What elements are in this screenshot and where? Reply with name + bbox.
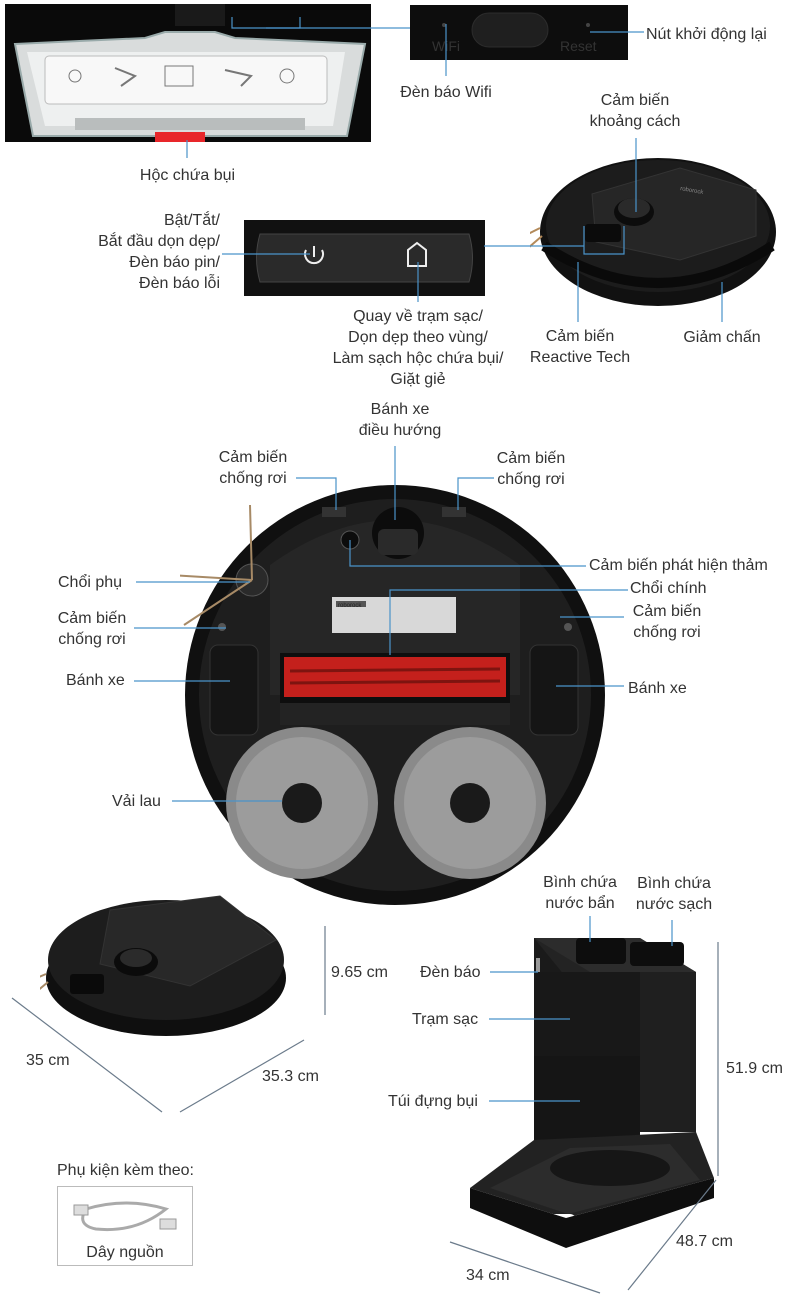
robot-top-photo: roborock bbox=[530, 158, 776, 306]
clean-tank-line-1: Bình chứa bbox=[637, 875, 711, 892]
side-brush-label: Chổi phụ bbox=[58, 574, 123, 591]
home-icon bbox=[407, 241, 427, 267]
reactive-tech-line-1: Cảm biến bbox=[545, 328, 615, 345]
cliff-top-left-line-1: Cảm biến bbox=[218, 449, 288, 466]
cliff-right-line-1: Cảm biến bbox=[632, 603, 702, 620]
power-button-label: Bật/Tắt/ Bắt đầu dọn dẹp/ Đèn báo pin/ Đ… bbox=[98, 210, 220, 294]
wifi-print: WiFi bbox=[432, 38, 460, 54]
steering-wheel-line-2: điều hướng bbox=[358, 422, 442, 439]
steering-wheel-line-1: Bánh xe bbox=[370, 401, 430, 418]
home-label-line-1: Quay về trạm sạc/ bbox=[353, 308, 483, 325]
distance-sensor-line-1: Cảm biến bbox=[600, 92, 670, 109]
reset-print: Reset bbox=[560, 38, 597, 54]
cliff-top-left-line-2: chống rơi bbox=[219, 470, 287, 487]
robot-height-dimension: 9.65 cm bbox=[331, 964, 388, 981]
dirty-tank-line-1: Bình chứa bbox=[543, 874, 617, 891]
dust-bin-photo bbox=[5, 4, 371, 142]
cliff-sensor-top-left-label: Cảm biến chống rơi bbox=[206, 447, 300, 489]
wifi-reset-panel-photo: WiFi Reset bbox=[410, 5, 628, 60]
wheel-left-label: Bánh xe bbox=[66, 672, 125, 689]
robot-iso-photo bbox=[40, 895, 286, 1036]
cliff-sensor-top-right-label: Cảm biến chống rơi bbox=[484, 448, 578, 490]
reactive-tech-line-2: Reactive Tech bbox=[529, 349, 631, 366]
cliff-sensor-left-label: Cảm biến chống rơi bbox=[44, 608, 140, 650]
cliff-top-right-line-2: chống rơi bbox=[497, 471, 565, 488]
dust-bag-label: Túi đựng bụi bbox=[388, 1093, 478, 1110]
power-cord-icon bbox=[73, 1201, 177, 1232]
dock-height-dimension: 51.9 cm bbox=[726, 1060, 783, 1077]
robot-bottom-brand: roborock bbox=[338, 603, 362, 609]
distance-sensor-label: Cảm biến khoảng cách bbox=[570, 90, 700, 132]
power-label-line-1: Bật/Tắt/ bbox=[163, 212, 220, 229]
cliff-left-line-2: chống rơi bbox=[58, 631, 126, 648]
dock-width-dimension: 34 cm bbox=[466, 1267, 510, 1284]
power-label-line-3: Đèn báo pin/ bbox=[129, 254, 220, 271]
indicator-label: Đèn báo bbox=[420, 964, 481, 981]
main-brush-label: Chổi chính bbox=[630, 580, 707, 597]
reset-button-label: Nút khởi động lại bbox=[646, 26, 767, 43]
steering-wheel-label: Bánh xe điều hướng bbox=[340, 399, 460, 441]
mop-label: Vải lau bbox=[112, 793, 161, 810]
power-label-line-4: Đèn báo lỗi bbox=[139, 275, 220, 292]
reactive-tech-label: Cảm biến Reactive Tech bbox=[520, 326, 640, 368]
home-label-line-2: Dọn dẹp theo vùng/ bbox=[348, 329, 488, 346]
bumper-label: Giảm chấn bbox=[683, 329, 761, 346]
home-button-label: Quay về trạm sạc/ Dọn dẹp theo vùng/ Làm… bbox=[318, 306, 518, 390]
dirty-tank-label: Bình chứa nước bẩn bbox=[532, 872, 628, 914]
dock-depth-dimension: 48.7 cm bbox=[676, 1233, 733, 1250]
accessory-item-label: Dây nguồn bbox=[86, 1244, 164, 1261]
cliff-top-right-line-1: Cảm biến bbox=[496, 450, 566, 467]
wheel-right-label: Bánh xe bbox=[628, 680, 687, 697]
dock-label: Trạm sạc bbox=[412, 1011, 479, 1028]
power-label-line-2: Bắt đầu dọn dẹp/ bbox=[98, 233, 220, 250]
clean-tank-label: Bình chứa nước sạch bbox=[626, 873, 722, 915]
carpet-sensor-label: Cảm biến phát hiện thảm bbox=[589, 557, 768, 574]
dust-bin-label: Hộc chứa bụi bbox=[139, 167, 236, 184]
wifi-light-label: Đèn báo Wifi bbox=[400, 84, 492, 101]
button-panel-photo bbox=[244, 220, 485, 296]
robot-depth-dimension: 35.3 cm bbox=[262, 1068, 319, 1085]
robot-width-dimension: 35 cm bbox=[26, 1052, 70, 1069]
cliff-sensor-right-label: Cảm biến chống rơi bbox=[624, 601, 710, 643]
distance-sensor-line-2: khoảng cách bbox=[589, 113, 681, 130]
clean-tank-line-2: nước sạch bbox=[635, 896, 713, 913]
accessory-box bbox=[57, 1186, 193, 1266]
home-label-line-4: Giặt giẻ bbox=[390, 371, 446, 388]
dirty-tank-line-2: nước bẩn bbox=[545, 895, 615, 912]
home-label-line-3: Làm sạch hộc chứa bụi/ bbox=[332, 350, 504, 367]
robot-bottom-photo: roborock bbox=[180, 485, 605, 905]
cliff-left-line-1: Cảm biến bbox=[57, 610, 127, 627]
accessories-title: Phụ kiện kèm theo: bbox=[57, 1162, 194, 1179]
cliff-right-line-2: chống rơi bbox=[633, 624, 701, 641]
robot-top-brand: roborock bbox=[680, 186, 705, 196]
